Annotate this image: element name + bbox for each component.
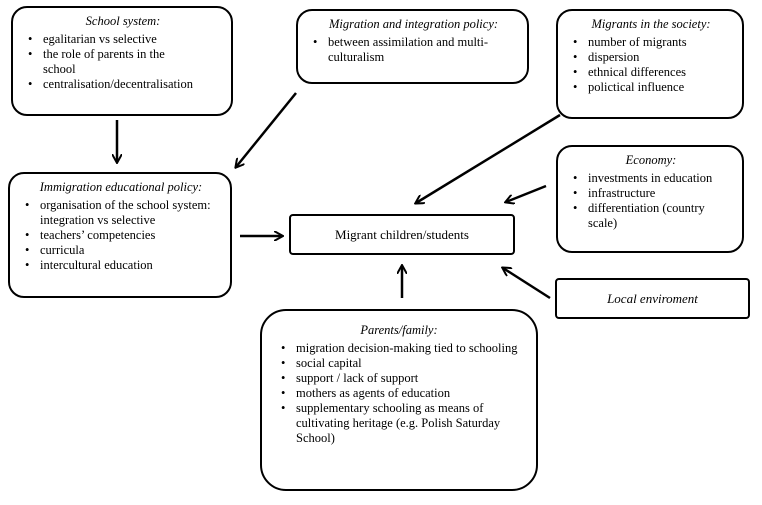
- immigration-policy-list: organisation of the school system: integ…: [22, 198, 220, 273]
- migrants-society-title: Migrants in the society:: [591, 17, 711, 31]
- arrow-local-to-center: [503, 268, 551, 300]
- migrants-society-item: dispersion: [573, 50, 732, 65]
- parents-family-item: mothers as agents of education: [281, 386, 520, 401]
- immigration-policy-item: teachers’ competencies: [25, 228, 220, 243]
- economy-title: Economy:: [625, 153, 677, 167]
- school-system-item: the role of parents in the school: [28, 47, 221, 77]
- immigration-policy-box: Immigration educational policy: organisa…: [8, 172, 232, 298]
- parents-family-item: supplementary schooling as means of cult…: [281, 401, 520, 446]
- migration-policy-list: between assimilation and multi-culturali…: [310, 35, 517, 65]
- local-environment-box: Local enviroment: [555, 278, 750, 319]
- migrant-children-box: Migrant children/students: [289, 214, 515, 255]
- local-environment-label: Local enviroment: [607, 290, 698, 306]
- school-system-title: School system:: [85, 14, 161, 28]
- parents-family-title: Parents/family:: [360, 323, 438, 337]
- migration-policy-box: Migration and integration policy: betwee…: [296, 9, 529, 84]
- school-system-item: egalitarian vs selective: [28, 32, 221, 47]
- migrants-society-item: ethnical differences: [573, 65, 732, 80]
- parents-family-item: social capital: [281, 356, 520, 371]
- migrant-children-label: Migrant children/students: [335, 226, 469, 242]
- migrants-society-item: polictical influence: [573, 80, 732, 95]
- immigration-policy-item: curricula: [25, 243, 220, 258]
- school-system-list: egalitarian vs selective the role of par…: [25, 32, 221, 92]
- parents-family-box: Parents/family: migration decision-makin…: [260, 309, 538, 491]
- economy-item: investments in education: [573, 171, 732, 186]
- parents-family-item: support / lack of support: [281, 371, 520, 386]
- immigration-policy-item: intercultural education: [25, 258, 220, 273]
- parents-family-list: migration decision-making tied to school…: [278, 341, 520, 446]
- economy-box: Economy: investments in education infras…: [556, 145, 744, 253]
- parents-family-item: migration decision-making tied to school…: [281, 341, 520, 356]
- school-system-item: centralisation/decentralisation: [28, 77, 221, 92]
- economy-item: infrastructure: [573, 186, 732, 201]
- immigration-policy-title: Immigration educational policy:: [39, 180, 203, 194]
- arrow-migration-to-policy: [236, 92, 297, 167]
- migrants-society-item: number of migrants: [573, 35, 732, 50]
- migrants-society-list: number of migrants dispersion ethnical d…: [570, 35, 732, 95]
- economy-item: differentiation (country scale): [573, 201, 732, 231]
- migration-policy-item: between assimilation and multi-culturali…: [313, 35, 517, 65]
- school-system-box: School system: egalitarian vs selective …: [11, 6, 233, 116]
- immigration-policy-item: organisation of the school system: integ…: [25, 198, 220, 228]
- arrow-economy-to-center: [506, 184, 547, 202]
- arrow-society-to-center: [416, 113, 561, 203]
- economy-list: investments in education infrastructure …: [570, 171, 732, 231]
- migrants-society-box: Migrants in the society: number of migra…: [556, 9, 744, 119]
- migration-policy-title: Migration and integration policy:: [328, 17, 499, 31]
